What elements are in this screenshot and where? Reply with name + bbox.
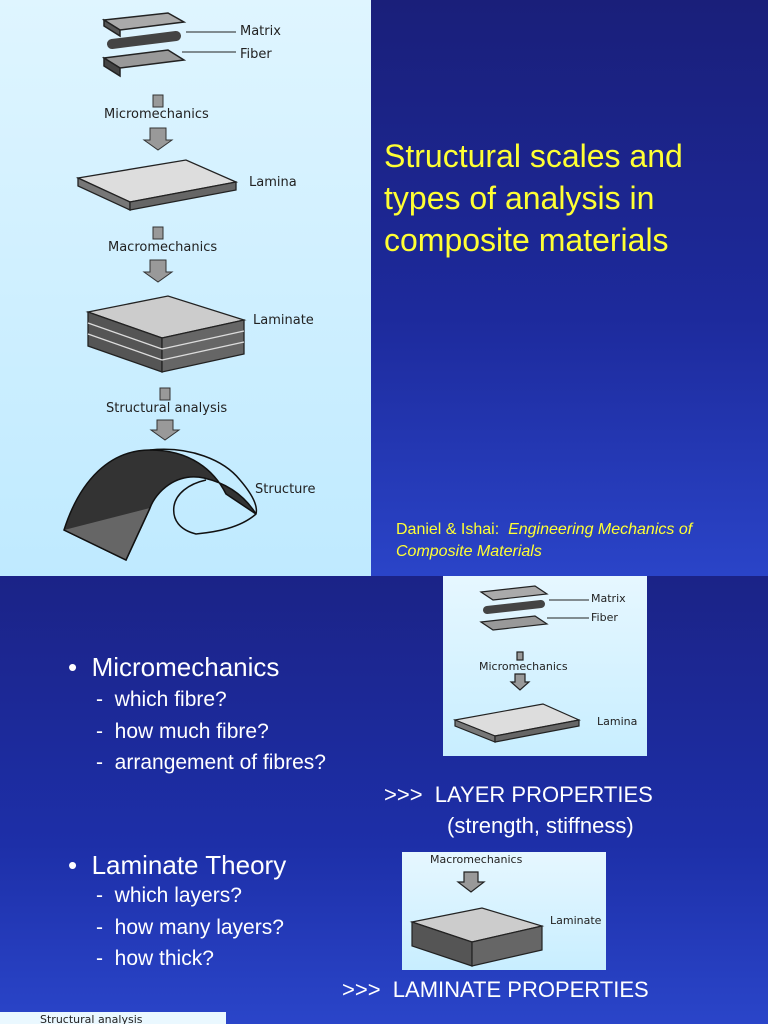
- micromechanics-drawing: [452, 585, 589, 743]
- slide-analysis-types: Matrix Fiber Micromechanics Lamina Macro…: [0, 576, 768, 1024]
- macromechanics-diagram: Macromechanics Laminate: [402, 852, 606, 970]
- sub-item: - how much fibre?: [96, 720, 269, 743]
- img1-label-matrix: Matrix: [591, 592, 626, 605]
- img2-label-laminate: Laminate: [550, 914, 602, 927]
- label-lamina: Lamina: [249, 175, 297, 190]
- citation-book: Engineering Mechanics of Composite Mater…: [396, 521, 693, 560]
- scales-diagram-drawing: [63, 12, 258, 562]
- scales-diagram-panel: Matrix Fiber Micromechanics Lamina Macro…: [0, 0, 371, 576]
- result-text: LAYER PROPERTIES: [434, 782, 653, 807]
- label-structural-analysis: Structural analysis: [106, 401, 228, 416]
- label-fiber: Fiber: [240, 47, 272, 62]
- citation: Daniel & Ishai: Engineering Mechanics of…: [396, 519, 761, 563]
- sub-item-text: which layers?: [114, 884, 242, 907]
- layer-properties: >>> LAYER PROPERTIES: [384, 782, 653, 808]
- heading-micromechanics: Micromechanics: [91, 652, 280, 682]
- sub-item: - arrangement of fibres?: [96, 751, 326, 774]
- slide-structural-scales: Matrix Fiber Micromechanics Lamina Macro…: [0, 0, 768, 576]
- result-prefix: >>>: [384, 782, 423, 807]
- result-prefix: >>>: [342, 977, 381, 1002]
- bullet-micromechanics: • Micromechanics: [68, 652, 280, 682]
- bullet-laminate-theory: • Laminate Theory: [68, 850, 287, 880]
- label-structure: Structure: [255, 482, 316, 497]
- macromechanics-drawing: [409, 871, 545, 967]
- layer-properties-detail: (strength, stiffness): [447, 813, 634, 838]
- sub-item-text: arrangement of fibres?: [114, 751, 326, 774]
- sub-item: - how thick?: [96, 947, 214, 970]
- label-micromechanics: Micromechanics: [104, 107, 209, 122]
- label-laminate: Laminate: [253, 313, 314, 328]
- sub-item: - which fibre?: [96, 688, 227, 711]
- sub-item: - how many layers?: [96, 916, 284, 939]
- img1-label-micromechanics: Micromechanics: [479, 660, 568, 673]
- micromechanics-diagram: Matrix Fiber Micromechanics Lamina: [443, 576, 647, 756]
- img1-label-fiber: Fiber: [591, 611, 618, 624]
- citation-authors: Daniel & Ishai:: [396, 521, 500, 538]
- result-text: LAMINATE PROPERTIES: [392, 977, 649, 1002]
- img1-label-lamina: Lamina: [597, 715, 638, 728]
- sub-item-text: how many layers?: [114, 916, 284, 939]
- label-matrix: Matrix: [240, 24, 281, 39]
- heading-laminate-theory: Laminate Theory: [91, 850, 287, 880]
- sub-item: - which layers?: [96, 884, 242, 907]
- sub-item-text: how much fibre?: [114, 720, 269, 743]
- img2-label-macromechanics: Macromechanics: [430, 853, 523, 866]
- sub-item-text: which fibre?: [114, 688, 227, 711]
- sub-item-text: how thick?: [114, 947, 214, 970]
- laminate-properties: >>> LAMINATE PROPERTIES: [342, 977, 649, 1003]
- structural-analysis-diagram: Structural analysis: [0, 1012, 226, 1024]
- img3-label-structural-analysis: Structural analysis: [40, 1013, 143, 1024]
- label-macromechanics: Macromechanics: [108, 240, 218, 255]
- slide-title: Structural scales and types of analysis …: [384, 138, 683, 258]
